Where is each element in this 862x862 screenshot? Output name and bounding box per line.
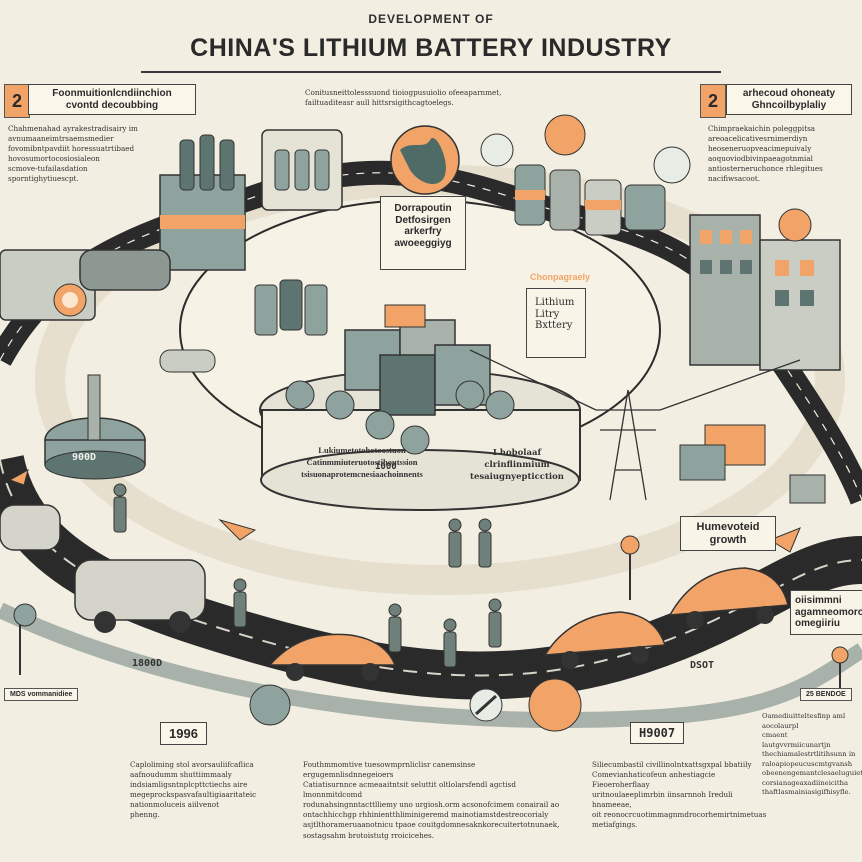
right-city <box>689 208 841 371</box>
timeline-text-2: Fouthmmomtive tuesowmprnliclisr canemsin… <box>303 760 560 840</box>
right-step-badge: 2 <box>700 84 726 118</box>
globe-illustration <box>390 125 460 195</box>
upper-road-dash <box>0 172 862 501</box>
right-road-tag: oiisimmni agamneomoro omegiiriu <box>790 590 862 635</box>
bottom-left-tag: MDS vommanidiee <box>4 688 79 701</box>
bottom-road <box>0 602 862 729</box>
page-title: CHINA'S LITHIUM BATTERY INDUSTRY <box>190 34 672 62</box>
timeline-text-1: Caploliming stol avorsauliifcaflica aafn… <box>130 760 257 820</box>
platform-year: 1000 <box>375 462 397 472</box>
left-road-label: 1800D <box>132 658 163 669</box>
machine-label: 900D <box>72 452 97 463</box>
right-battery-stack <box>679 424 826 504</box>
lithium-tag: Chonpagraely <box>530 272 591 282</box>
bottom-right-tag: 25 BENDOE <box>800 688 852 701</box>
vehicles <box>0 249 789 681</box>
timeline-year-1996: 1996 <box>160 722 207 745</box>
title-block: DEVELOPMENT OF CHINA'S LITHIUM BATTERY I… <box>0 12 862 73</box>
lithium-battery-sign: Lithium Litry Bxttery <box>526 288 586 358</box>
right-banner: arhecoud ohoneaty Ghncoilbyplaliy <box>726 84 852 115</box>
left-factory <box>0 129 343 321</box>
left-battery-pack <box>159 279 328 373</box>
timeline-icons <box>249 678 582 732</box>
people <box>113 483 502 668</box>
timeline-text-4: Oamediuitteltesfinp aml aocolaurpl cmaen… <box>762 712 862 797</box>
title-rule <box>141 71 721 73</box>
upper-right-batteries <box>480 114 691 236</box>
center-sign: Dorrapoutin Detfosirgen arkerfry awoeegg… <box>380 196 466 270</box>
left-paragraph: Chahmenahad ayrakestradisairy im avnumaa… <box>8 124 138 184</box>
power-tower <box>469 349 801 501</box>
left-banner: Foonmuitionlcndiinchion cvontd decoubbin… <box>28 84 196 115</box>
platform-label: Lukiumetotohotoostuon Catinmmiuteruotost… <box>301 445 423 479</box>
orange-arrows <box>8 468 801 553</box>
left-machine <box>44 374 146 480</box>
right-road-label: DSOT <box>690 660 715 671</box>
central-platform <box>259 304 581 511</box>
lamp-posts <box>13 535 849 690</box>
growth-tag: Humevoteid growth <box>680 516 776 552</box>
title-subtitle: DEVELOPMENT OF <box>368 12 494 26</box>
timeline-text-3: Siliecumbastil civillinolntxattsgxpal bb… <box>592 760 767 830</box>
platform-side-text: I hobolaaf clrinflinmium tesaiugnyepticc… <box>470 448 564 482</box>
left-step-badge: 2 <box>4 84 30 118</box>
right-paragraph: Chimpraekaichin poleggpitsa areoacelicat… <box>708 124 823 184</box>
timeline-year-2007: H9007 <box>630 722 685 744</box>
top-center-text: Conitusneittolesssuond tioiogpusuiolio o… <box>305 88 502 108</box>
